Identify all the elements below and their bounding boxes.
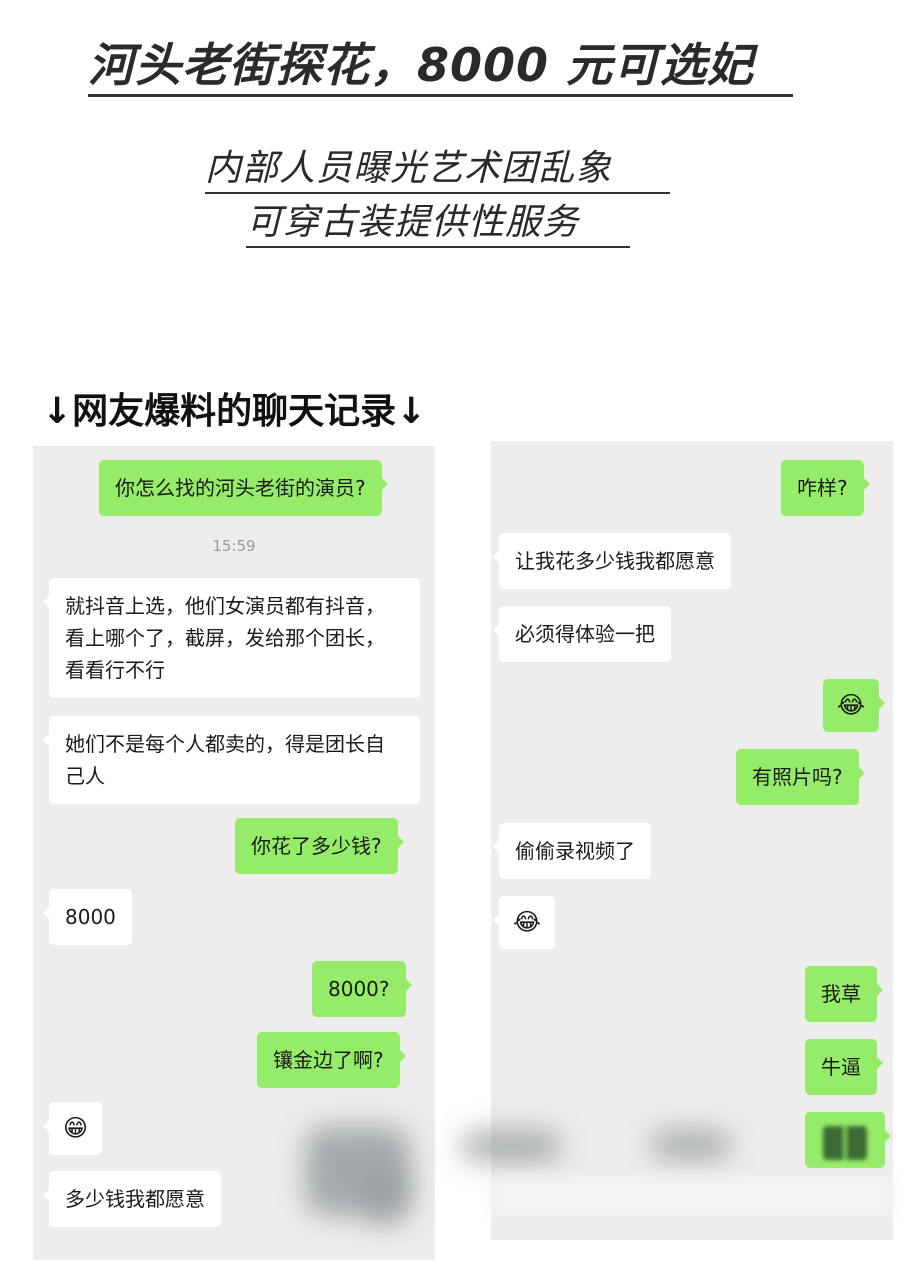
message-outgoing: 镶金边了啊? [257, 1032, 406, 1088]
blurred-region [363, 1166, 408, 1226]
chat-screenshot-left: 你怎么找的河头老街的演员? 15:59 就抖音上选，他们女演员都有抖音，看上哪个… [33, 446, 435, 1260]
chat-screenshot-right: 咋样? 让我花多少钱我都愿意 必须得体验一把 😂 有照片吗? 偷偷录视频了 😂 … [461, 441, 893, 1240]
message-outgoing: 你花了多少钱? [235, 818, 404, 874]
blurred-region [491, 1176, 893, 1216]
message-outgoing: 8000? [312, 961, 412, 1017]
message-outgoing: 我草 [805, 966, 883, 1022]
message-outgoing: 牛逼 [805, 1039, 883, 1095]
message-outgoing: 有照片吗? [736, 749, 865, 805]
message-outgoing: 咋样? [781, 460, 870, 516]
message-incoming: 偷偷录视频了 [493, 823, 651, 879]
message-outgoing-emoji: 😂 [823, 679, 886, 732]
tears-of-joy-icon: 😂 [513, 908, 542, 936]
subtitle-line-2: 可穿古装提供性服务 [246, 200, 630, 248]
grinning-face-icon: 😁 [63, 1114, 89, 1142]
blurred-region [651, 1131, 731, 1159]
message-incoming: 就抖音上选，他们女演员都有抖音，看上哪个了，截屏，发给那个团长，看看行不行 [43, 578, 420, 698]
message-incoming-emoji: 😂 [492, 896, 556, 949]
subtitle-line-1: 内部人员曝光艺术团乱象 [205, 146, 670, 194]
message-outgoing-sticker [805, 1112, 891, 1168]
section-title: ↓网友爆料的聊天记录↓ [42, 391, 427, 432]
blurred-region [461, 1131, 561, 1161]
sticker-image [823, 1126, 867, 1160]
message-incoming: 必须得体验一把 [493, 606, 671, 662]
message-incoming: 让我花多少钱我都愿意 [493, 533, 731, 589]
message-incoming-emoji: 😁 [42, 1102, 103, 1155]
message-incoming: 多少钱我都愿意 [43, 1171, 221, 1227]
timestamp: 15:59 [212, 537, 256, 555]
message-incoming: 她们不是每个人都卖的，得是团长自己人 [43, 716, 420, 804]
headline: 河头老街探花，8000 元可选妃 [88, 36, 793, 97]
message-incoming: 8000 [43, 889, 132, 945]
tears-of-joy-icon: 😂 [837, 691, 866, 719]
message-outgoing: 你怎么找的河头老街的演员? [99, 460, 388, 516]
